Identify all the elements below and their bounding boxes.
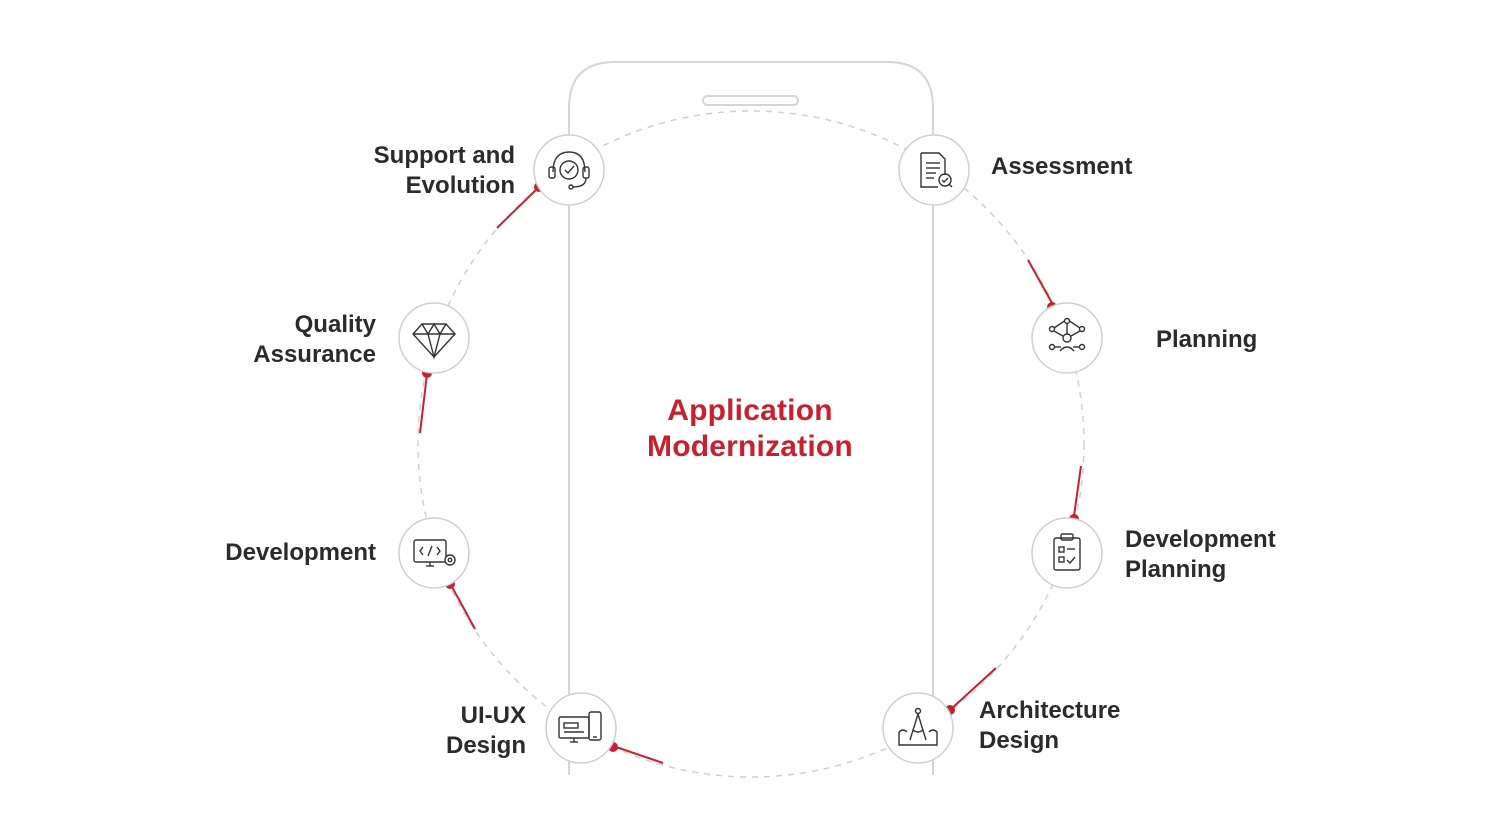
step-label-line: Planning xyxy=(1125,556,1227,583)
devices-icon xyxy=(558,711,602,743)
step-node-assessment[interactable] xyxy=(898,134,970,206)
step-label-line: Development xyxy=(225,539,376,566)
step-node-development[interactable] xyxy=(398,517,470,589)
step-label-assessment[interactable]: Assessment xyxy=(991,152,1132,182)
step-label-line: Support and xyxy=(373,142,515,169)
connector-arc-uiux-development xyxy=(450,584,476,630)
connector-arc-architecture-uiux xyxy=(612,745,664,764)
cycle-ring xyxy=(417,110,1085,778)
step-label-development-planning[interactable]: Development Planning xyxy=(1125,525,1276,585)
step-label-line: Design xyxy=(979,727,1060,754)
step-node-support-evolution[interactable] xyxy=(533,134,605,206)
step-node-planning[interactable] xyxy=(1031,302,1103,374)
step-label-development[interactable]: Development xyxy=(225,538,376,568)
diamond-icon xyxy=(412,322,456,360)
step-label-line: Development xyxy=(1125,526,1276,553)
headset-icon xyxy=(548,151,590,190)
connector-arc-assessment-planning xyxy=(1027,259,1053,304)
step-label-line: UI-UX xyxy=(460,702,526,729)
phone-outline xyxy=(568,61,934,775)
blueprint-compass-icon xyxy=(898,707,938,746)
step-label-line: Evolution xyxy=(405,172,515,199)
step-label-support-evolution[interactable]: Support and Evolution xyxy=(374,141,515,201)
step-node-development-planning[interactable] xyxy=(1031,517,1103,589)
step-label-quality-assurance[interactable]: Quality Assurance xyxy=(253,310,376,370)
diagram-title: Application Modernization xyxy=(600,393,900,465)
connector-arc-devplanning-architecture xyxy=(949,667,997,711)
step-label-line: Assurance xyxy=(253,341,376,368)
step-label-planning[interactable]: Planning xyxy=(1156,325,1257,355)
connector-arc-development-qa xyxy=(419,373,428,434)
network-team-icon xyxy=(1048,317,1086,352)
step-label-ui-ux-design[interactable]: UI-UX Design xyxy=(446,701,526,761)
connector-arc-planning-devplanning xyxy=(1073,465,1082,517)
document-search-icon xyxy=(920,152,953,188)
step-node-quality-assurance[interactable] xyxy=(398,302,470,374)
step-label-architecture-design[interactable]: Architecture Design xyxy=(979,696,1120,756)
step-label-line: Architecture xyxy=(979,697,1121,724)
title-line-1: Application xyxy=(667,394,833,427)
phone-speaker xyxy=(702,95,799,106)
connector-arc-qa-support xyxy=(496,186,540,229)
step-node-ui-ux-design[interactable] xyxy=(545,692,617,764)
code-monitor-icon xyxy=(413,539,456,567)
title-line-2: Modernization xyxy=(647,430,853,463)
step-label-line: Quality xyxy=(294,311,376,338)
step-label-line: Assessment xyxy=(991,153,1133,180)
step-label-line: Design xyxy=(445,732,526,759)
step-node-architecture-design[interactable] xyxy=(882,692,954,764)
clipboard-checklist-icon xyxy=(1053,533,1081,571)
step-label-line: Planning xyxy=(1156,326,1258,353)
